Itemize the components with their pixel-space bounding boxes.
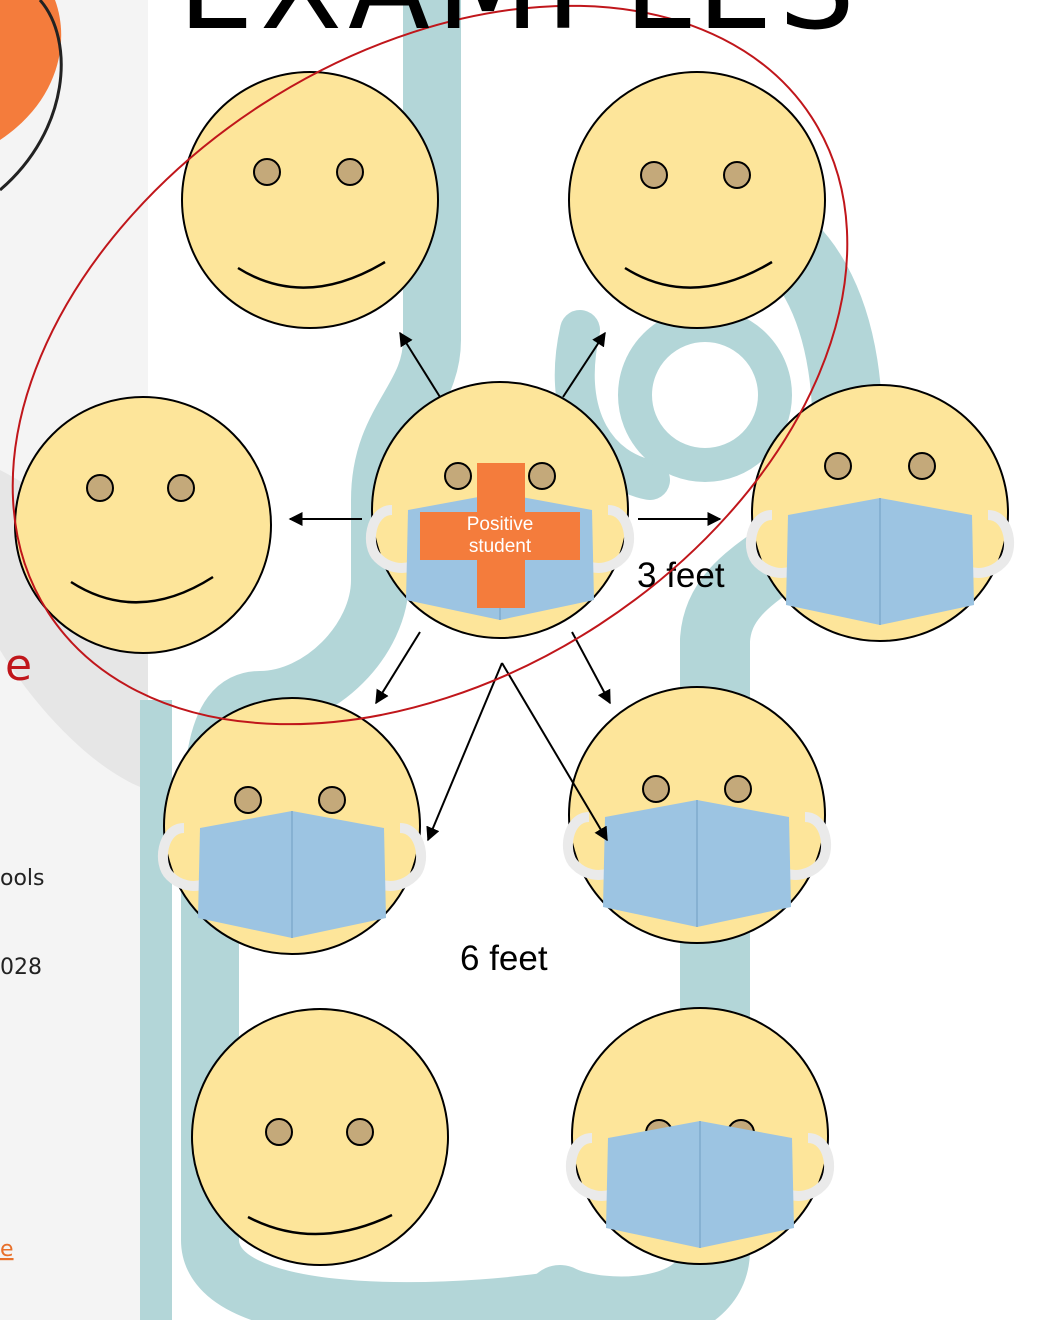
- face-middle-right: [751, 384, 1009, 642]
- distance-arrows: [288, 331, 722, 842]
- sidebar-line-2: 028: [0, 955, 42, 980]
- sidebar-link[interactable]: e: [0, 1237, 14, 1262]
- sidebar-title-fragment: e: [5, 640, 32, 691]
- logo-fragment: [0, 0, 63, 192]
- label-6-feet: 6 feet: [460, 939, 548, 978]
- positive-label-line2: student: [469, 536, 532, 557]
- sidebar-line-1: ools: [0, 866, 45, 891]
- positive-label-line1: Positive: [467, 514, 534, 535]
- face-top-left: [181, 71, 439, 329]
- positive-cross: [420, 463, 580, 608]
- face-lower-right: [568, 686, 826, 944]
- face-bottom-right: [571, 1007, 829, 1265]
- face-bottom-left: [191, 1008, 449, 1266]
- background-bar: [140, 700, 172, 1320]
- face-middle-left: [14, 396, 272, 654]
- slide-title: EXAMPLES: [178, 0, 861, 57]
- close-contact-ellipse: [11, 4, 849, 726]
- face-lower-left: [163, 697, 421, 955]
- face-top-right: [568, 71, 826, 329]
